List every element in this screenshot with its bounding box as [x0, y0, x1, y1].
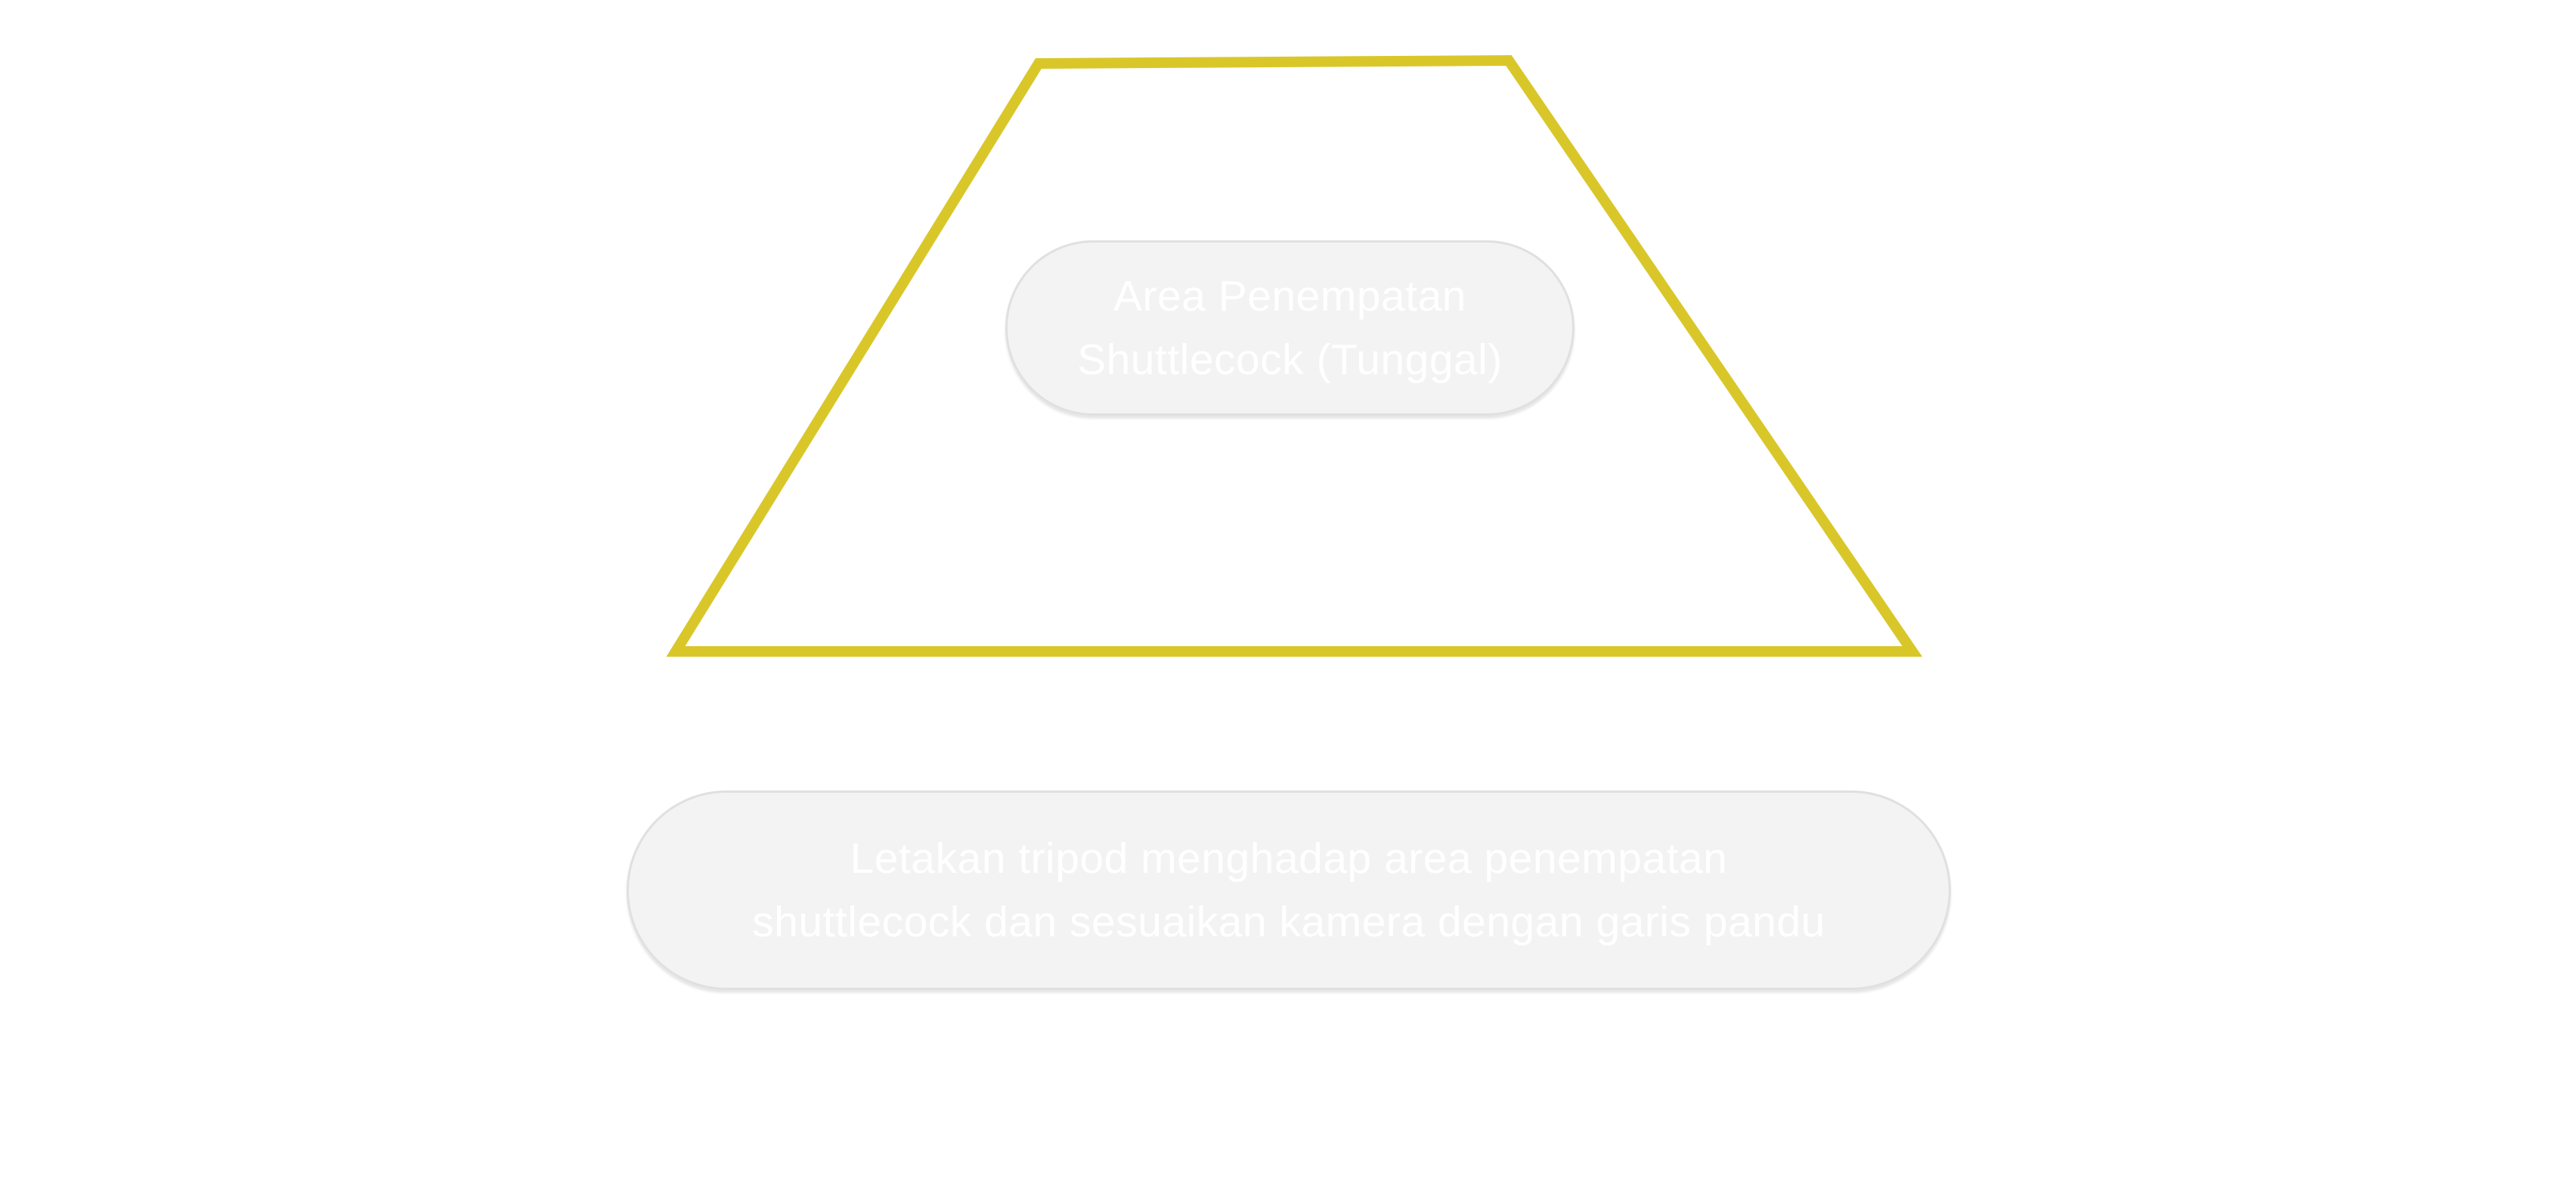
instruction-banner: Letakan tripod menghadap area penempatan… — [627, 790, 1951, 990]
placement-area-label: Area Penempatan Shuttlecock (Tunggal) — [1005, 240, 1574, 416]
placement-area-label-text: Area Penempatan Shuttlecock (Tunggal) — [1077, 272, 1503, 384]
shuttlecock-area-guide-trapezoid — [666, 54, 1923, 657]
instruction-text: Letakan tripod menghadap area penempatan… — [752, 834, 1825, 946]
